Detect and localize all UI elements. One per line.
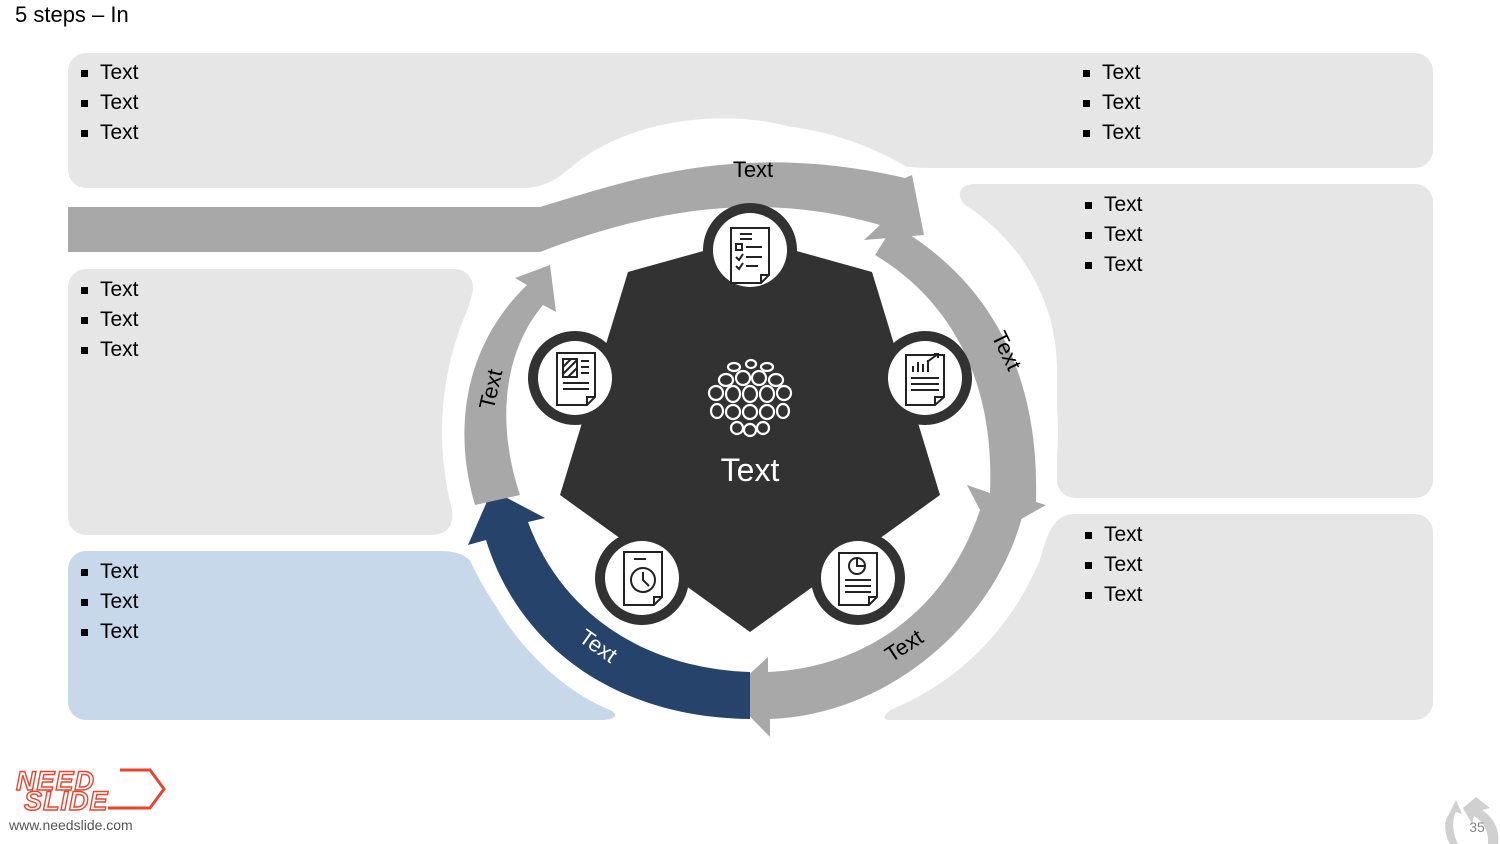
bullet-item: Text: [1081, 58, 1141, 88]
panel-left-middle-bullets: Text Text Text: [79, 275, 139, 365]
checklist-document-icon: [730, 227, 770, 284]
recycle-icon: [1445, 797, 1499, 844]
website-url: www.needslide.com: [9, 817, 133, 833]
icon-circles: [528, 203, 972, 625]
panel-right-bottom: [884, 514, 1433, 720]
panel-right-bottom-bullets: Text Text Text: [1083, 520, 1143, 610]
bullet-item: Text: [1083, 250, 1143, 280]
arrow-labels: Text Text Text Text Text: [474, 157, 1027, 668]
arrow-label-top: Text: [733, 157, 773, 182]
arrow-top: [68, 162, 924, 252]
cycle-arrows: [68, 162, 1046, 737]
globe-icon: [707, 358, 793, 438]
logo-line-2: SLIDE: [23, 786, 109, 816]
hatched-document-icon: [556, 352, 596, 406]
bullet-item: Text: [79, 335, 139, 365]
bullet-item: Text: [79, 617, 139, 647]
arrow-right: [875, 225, 1046, 535]
bullet-item: Text: [79, 275, 139, 305]
step-2-circle: [878, 331, 972, 425]
step-1-circle: [703, 203, 797, 297]
panel-left-bottom-bullets: Text Text Text: [79, 557, 139, 647]
step-3-circle: [811, 531, 905, 625]
panel-right-middle: [959, 184, 1433, 498]
panel-left-middle: [68, 269, 473, 535]
arrow-bottom-left: [468, 490, 750, 719]
needslide-logo: NEED SLIDE: [12, 764, 172, 816]
bullet-item: Text: [1083, 550, 1143, 580]
bullet-item: Text: [79, 58, 139, 88]
panel-left-bottom: [68, 551, 616, 720]
bullet-item: Text: [1081, 118, 1141, 148]
bullet-item: Text: [79, 305, 139, 335]
clock-document-icon: [623, 551, 663, 606]
bullet-item: Text: [79, 88, 139, 118]
center-label: Text: [720, 452, 780, 488]
logo-line-1: NEED: [15, 766, 96, 796]
step-5-circle: [528, 331, 622, 425]
logo-chevron: [108, 768, 166, 810]
background-panels: [68, 53, 1433, 720]
bullet-item: Text: [1083, 220, 1143, 250]
page-number: 35: [1469, 819, 1485, 835]
arrow-left: [464, 265, 556, 505]
bullet-item: Text: [79, 587, 139, 617]
bullet-item: Text: [1081, 88, 1141, 118]
panel-top-left-bullets: Text Text Text: [79, 58, 139, 148]
panel-right-middle-bullets: Text Text Text: [1083, 190, 1143, 280]
slide-title: 5 steps – In: [15, 2, 129, 27]
bullet-item: Text: [1083, 190, 1143, 220]
arrow-bottom-right: [728, 505, 1025, 737]
chart-report-icon: [905, 353, 945, 406]
step-4-circle: [595, 531, 689, 625]
bullet-item: Text: [79, 557, 139, 587]
bullet-item: Text: [1083, 580, 1143, 610]
bullet-item: Text: [1083, 520, 1143, 550]
panel-top-right-bullets: Text Text Text: [1081, 58, 1141, 148]
pie-chart-report-icon: [838, 552, 878, 606]
bullet-item: Text: [79, 118, 139, 148]
